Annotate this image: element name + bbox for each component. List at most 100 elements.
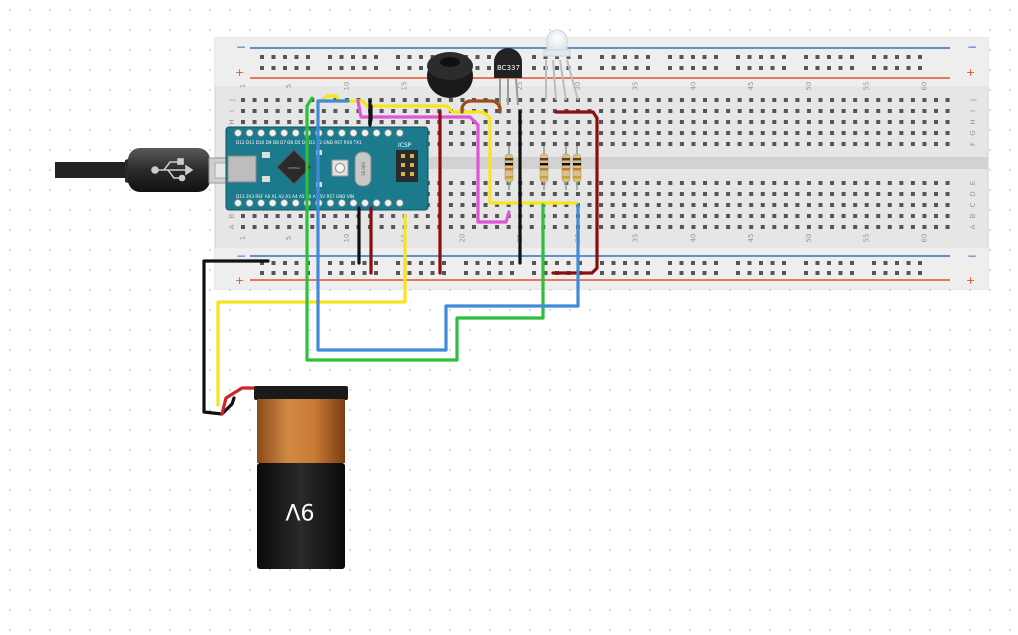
breadboard-hole[interactable] bbox=[726, 131, 731, 135]
breadboard-hole[interactable] bbox=[287, 120, 292, 124]
breadboard-hole[interactable] bbox=[887, 98, 892, 102]
breadboard-hole[interactable] bbox=[656, 181, 661, 185]
breadboard-hole[interactable] bbox=[633, 214, 638, 218]
breadboard-hole[interactable] bbox=[910, 142, 915, 146]
rail-hole[interactable] bbox=[430, 261, 435, 265]
breadboard-hole[interactable] bbox=[749, 109, 754, 113]
breadboard-hole[interactable] bbox=[610, 98, 615, 102]
breadboard-hole[interactable] bbox=[241, 225, 245, 229]
breadboard-hole[interactable] bbox=[818, 181, 823, 185]
breadboard-hole[interactable] bbox=[737, 225, 742, 229]
rail-hole[interactable] bbox=[475, 261, 480, 265]
breadboard-hole[interactable] bbox=[737, 203, 742, 207]
arduino-pin[interactable] bbox=[384, 199, 392, 207]
breadboard-hole[interactable] bbox=[899, 131, 904, 135]
breadboard-hole[interactable] bbox=[529, 214, 534, 218]
breadboard-hole[interactable] bbox=[864, 225, 869, 229]
wire-pink[interactable] bbox=[356, 99, 511, 224]
rail-hole[interactable] bbox=[918, 55, 922, 59]
rail-hole[interactable] bbox=[759, 271, 763, 275]
breadboard-hole[interactable] bbox=[391, 225, 396, 229]
breadboard-hole[interactable] bbox=[749, 192, 754, 196]
breadboard-hole[interactable] bbox=[656, 203, 661, 207]
rail-hole[interactable] bbox=[351, 261, 355, 265]
breadboard-hole[interactable] bbox=[472, 214, 476, 218]
breadboard-hole[interactable] bbox=[945, 203, 950, 207]
arduino-nano[interactable]: D12 D11 D10 D9 D8 D7 D6 D5 D4 D3 D2 GND … bbox=[225, 126, 429, 211]
breadboard-hole[interactable] bbox=[587, 142, 592, 146]
breadboard-hole[interactable] bbox=[633, 192, 638, 196]
breadboard-hole[interactable] bbox=[599, 181, 604, 185]
breadboard-hole[interactable] bbox=[934, 109, 938, 113]
breadboard-hole[interactable] bbox=[460, 203, 465, 207]
rail-hole[interactable] bbox=[328, 261, 332, 265]
rail-hole[interactable] bbox=[294, 55, 299, 59]
rail-hole[interactable] bbox=[464, 261, 468, 265]
breadboard-hole[interactable] bbox=[575, 142, 580, 146]
breadboard-hole[interactable] bbox=[703, 203, 707, 207]
breadboard-hole[interactable] bbox=[645, 120, 650, 124]
breadboard-hole[interactable] bbox=[726, 120, 731, 124]
breadboard-hole[interactable] bbox=[806, 203, 811, 207]
rail-hole[interactable] bbox=[475, 271, 480, 275]
rail-hole[interactable] bbox=[532, 271, 536, 275]
rail-hole[interactable] bbox=[260, 55, 264, 59]
rail-hole[interactable] bbox=[396, 271, 400, 275]
breadboard-hole[interactable] bbox=[899, 120, 904, 124]
breadboard-hole[interactable] bbox=[795, 181, 800, 185]
breadboard-hole[interactable] bbox=[679, 109, 684, 113]
breadboard-hole[interactable] bbox=[552, 181, 557, 185]
breadboard-hole[interactable] bbox=[252, 214, 257, 218]
breadboard-hole[interactable] bbox=[298, 225, 303, 229]
rail-hole[interactable] bbox=[804, 261, 808, 265]
breadboard-hole[interactable] bbox=[252, 120, 257, 124]
breadboard-hole[interactable] bbox=[264, 225, 269, 229]
breadboard-hole[interactable] bbox=[333, 120, 338, 124]
breadboard-hole[interactable] bbox=[876, 131, 881, 135]
breadboard-hole[interactable] bbox=[795, 109, 800, 113]
rail-hole[interactable] bbox=[872, 66, 876, 70]
breadboard-hole[interactable] bbox=[887, 142, 892, 146]
breadboard-hole[interactable] bbox=[760, 181, 765, 185]
breadboard-hole[interactable] bbox=[737, 109, 742, 113]
breadboard-hole[interactable] bbox=[241, 120, 245, 124]
rail-hole[interactable] bbox=[362, 261, 367, 265]
breadboard-hole[interactable] bbox=[737, 98, 742, 102]
arduino-pin[interactable] bbox=[268, 199, 277, 207]
breadboard-hole[interactable] bbox=[703, 131, 707, 135]
breadboard-hole[interactable] bbox=[633, 98, 638, 102]
breadboard-hole[interactable] bbox=[529, 181, 534, 185]
breadboard-hole[interactable] bbox=[899, 181, 904, 185]
rail-hole[interactable] bbox=[770, 271, 775, 275]
breadboard-hole[interactable] bbox=[726, 109, 731, 113]
breadboard-hole[interactable] bbox=[264, 120, 269, 124]
rail-hole[interactable] bbox=[906, 271, 911, 275]
breadboard-hole[interactable] bbox=[726, 181, 731, 185]
breadboard-hole[interactable] bbox=[691, 120, 696, 124]
rail-hole[interactable] bbox=[838, 271, 843, 275]
breadboard-hole[interactable] bbox=[460, 131, 465, 135]
resistor[interactable] bbox=[504, 146, 514, 190]
breadboard-hole[interactable] bbox=[287, 109, 292, 113]
breadboard-hole[interactable] bbox=[760, 214, 765, 218]
breadboard-hole[interactable] bbox=[391, 98, 396, 102]
rail-hole[interactable] bbox=[770, 66, 775, 70]
breadboard-hole[interactable] bbox=[575, 192, 580, 196]
breadboard-hole[interactable] bbox=[876, 181, 881, 185]
breadboard-hole[interactable] bbox=[448, 120, 453, 124]
rail-hole[interactable] bbox=[804, 55, 808, 59]
breadboard-hole[interactable] bbox=[529, 225, 534, 229]
rail-hole[interactable] bbox=[668, 271, 672, 275]
breadboard-hole[interactable] bbox=[344, 109, 349, 113]
breadboard-hole[interactable] bbox=[806, 192, 811, 196]
rail-hole[interactable] bbox=[396, 66, 400, 70]
breadboard-hole[interactable] bbox=[310, 109, 315, 113]
rail-hole[interactable] bbox=[396, 261, 400, 265]
breadboard-hole[interactable] bbox=[714, 225, 719, 229]
rail-hole[interactable] bbox=[759, 55, 763, 59]
breadboard-hole[interactable] bbox=[321, 214, 326, 218]
breadboard-hole[interactable] bbox=[298, 98, 303, 102]
breadboard-hole[interactable] bbox=[610, 109, 615, 113]
breadboard-hole[interactable] bbox=[529, 109, 534, 113]
breadboard-hole[interactable] bbox=[264, 214, 269, 218]
